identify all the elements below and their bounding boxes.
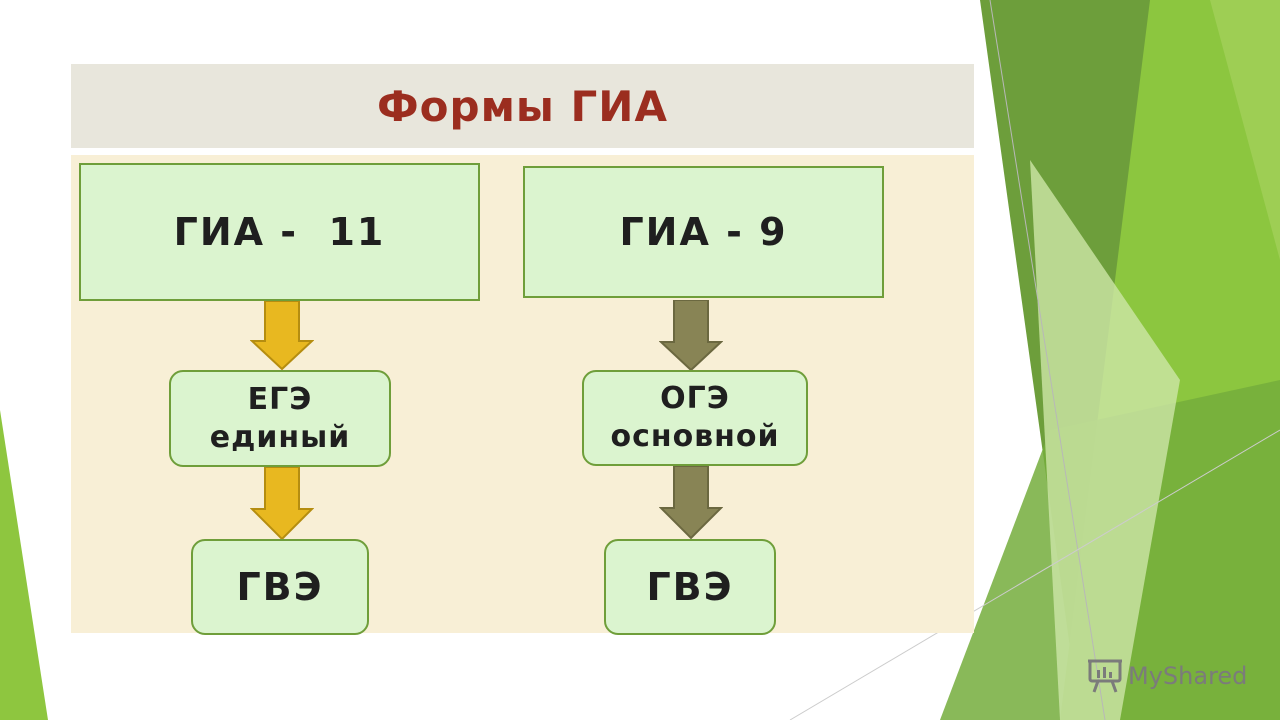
arrow-down-icon — [659, 300, 723, 372]
oge-box: ОГЭ основной — [582, 370, 808, 466]
oge-sublabel: основной — [610, 419, 780, 454]
ege-sublabel: единый — [209, 419, 351, 455]
arrow-down-icon — [659, 466, 723, 540]
gia-11-box: ГИА - 11 — [79, 163, 480, 301]
gia-11-label: ГИА - 11 — [173, 210, 386, 254]
oge-label: ОГЭ — [660, 381, 730, 416]
gia-9-box: ГИА - 9 — [523, 166, 884, 298]
watermark-text: MyShared — [1128, 662, 1248, 690]
arrow-down-icon — [250, 467, 314, 541]
presentation-board-icon — [1088, 659, 1122, 693]
gve-left-label: ГВЭ — [236, 565, 324, 609]
myshared-watermark[interactable]: MyShared — [1088, 656, 1247, 696]
gve-right-box: ГВЭ — [604, 539, 776, 635]
slide-title: Формы ГИА — [377, 81, 668, 131]
arrow-down-icon — [250, 301, 314, 371]
gve-right-label: ГВЭ — [646, 565, 734, 609]
gve-left-box: ГВЭ — [191, 539, 369, 635]
title-bar: Формы ГИА — [71, 64, 974, 148]
gia-9-label: ГИА - 9 — [619, 210, 788, 254]
ege-box: ЕГЭ единый — [169, 370, 391, 467]
ege-label: ЕГЭ — [247, 381, 313, 417]
